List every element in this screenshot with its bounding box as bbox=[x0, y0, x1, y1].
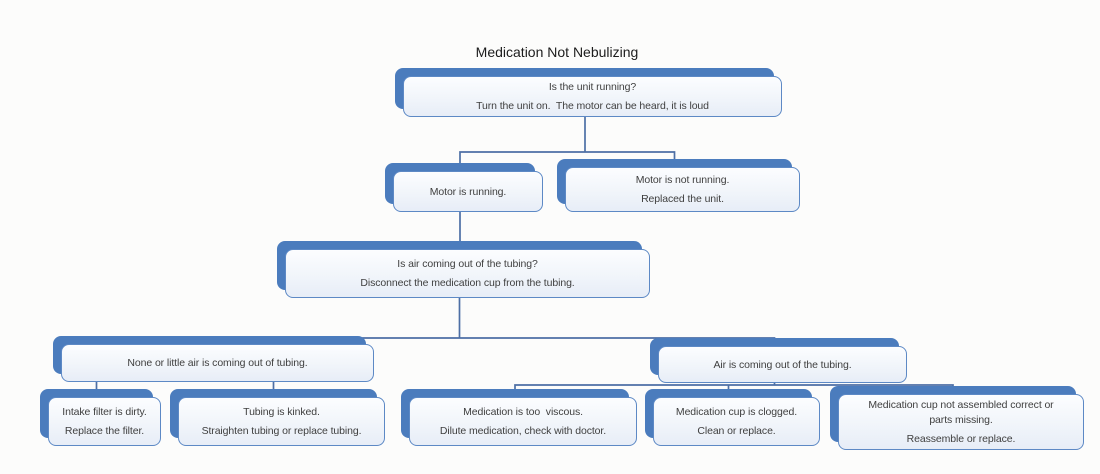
node-text-line: Straighten tubing or replace tubing. bbox=[201, 425, 362, 437]
node-front: Medication cup is clogged. Clean or repl… bbox=[653, 397, 820, 446]
node-front: Is air coming out of the tubing? Disconn… bbox=[285, 249, 650, 298]
node-text-line: Replaced the unit. bbox=[641, 193, 724, 205]
node-text-line: Motor is not running. bbox=[635, 174, 730, 186]
node-text-line: Clean or replace. bbox=[697, 425, 776, 437]
node-front: None or little air is coming out of tubi… bbox=[61, 344, 374, 382]
node-text-line: Reassemble or replace. bbox=[906, 433, 1016, 445]
node-front: Tubing is kinked. Straighten tubing or r… bbox=[178, 397, 385, 446]
node-front: Intake filter is dirty. Replace the filt… bbox=[48, 397, 161, 446]
node-text-line: Motor is running. bbox=[429, 185, 507, 198]
node-front: Medication cup not assembled correct or … bbox=[838, 394, 1084, 450]
node-text-line: Turn the unit on. The motor can be heard… bbox=[476, 100, 709, 112]
flow-node-tubing-kinked: Tubing is kinked. Straighten tubing or r… bbox=[170, 389, 385, 446]
node-text-line: Dilute medication, check with doctor. bbox=[439, 425, 607, 437]
node-text-line: Disconnect the medication cup from the t… bbox=[360, 277, 575, 289]
flow-node-none-or-little-air: None or little air is coming out of tubi… bbox=[53, 336, 374, 382]
flow-node-intake-filter-dirty: Intake filter is dirty. Replace the filt… bbox=[40, 389, 161, 446]
page-title: Medication Not Nebulizing bbox=[475, 44, 639, 60]
node-text-line: Is the unit running? bbox=[548, 81, 637, 93]
node-text-line: Tubing is kinked. bbox=[243, 406, 320, 418]
flow-node-cup-clogged: Medication cup is clogged. Clean or repl… bbox=[645, 389, 820, 446]
node-front: Is the unit running? Turn the unit on. T… bbox=[403, 76, 782, 117]
node-text-line: Medication cup is clogged. bbox=[675, 406, 798, 418]
flow-node-air-question: Is air coming out of the tubing? Disconn… bbox=[277, 241, 650, 298]
node-front: Motor is running. bbox=[393, 171, 543, 212]
node-front: Medication is too viscous. Dilute medica… bbox=[409, 397, 637, 446]
node-text-line: Air is coming out of the tubing. bbox=[713, 358, 852, 371]
node-text-line: None or little air is coming out of tubi… bbox=[127, 357, 308, 369]
flow-node-is-unit-running: Is the unit running? Turn the unit on. T… bbox=[395, 68, 782, 117]
flow-node-medication-viscous: Medication is too viscous. Dilute medica… bbox=[401, 389, 637, 446]
flow-node-motor-not-running: Motor is not running. Replaced the unit. bbox=[557, 159, 800, 212]
node-text-line: Medication cup not assembled correct or bbox=[868, 399, 1054, 411]
node-text-line: Is air coming out of the tubing? bbox=[397, 258, 538, 270]
flow-node-cup-not-assembled: Medication cup not assembled correct or … bbox=[830, 386, 1084, 450]
node-text-line: Replace the filter. bbox=[64, 425, 145, 437]
node-text-line: Intake filter is dirty. bbox=[62, 406, 147, 418]
node-front: Air is coming out of the tubing. bbox=[658, 346, 907, 383]
node-text-line: parts missing. bbox=[929, 414, 993, 426]
flow-node-motor-running: Motor is running. bbox=[385, 163, 543, 212]
flow-node-air-coming-out: Air is coming out of the tubing. bbox=[650, 338, 907, 383]
node-text-line: Medication is too viscous. bbox=[463, 406, 583, 418]
node-front: Motor is not running. Replaced the unit. bbox=[565, 167, 800, 212]
